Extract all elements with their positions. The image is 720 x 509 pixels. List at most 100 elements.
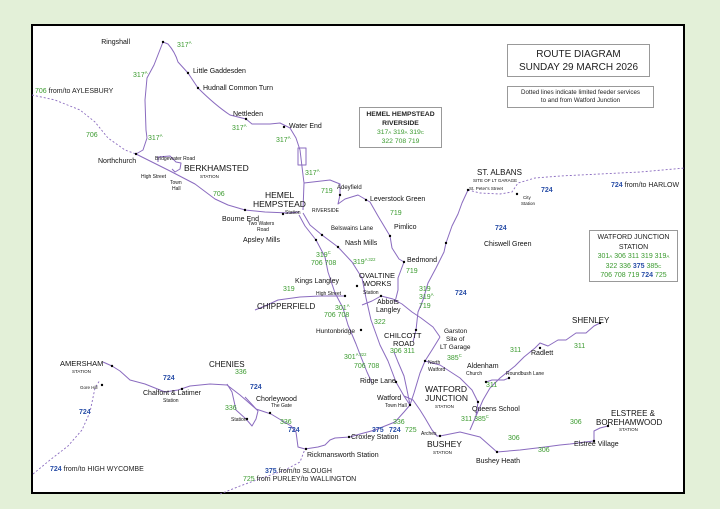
place-label-elstree-station: STATION <box>619 427 638 432</box>
place-label-st-albans-sub: SITE OF LT GARAGE <box>473 178 517 183</box>
place-label-chalfont-station: Station <box>163 398 179 404</box>
place-label-wj1: WATFORD <box>425 384 467 394</box>
place-label-leverstock: Leverstock Green <box>370 196 425 203</box>
stop-dot <box>388 234 392 238</box>
watford-junction-station-box: WATFORD JUNCTION STATION 301A 306 311 31… <box>589 230 678 282</box>
hh-title2: RIVERSIDE <box>382 120 419 127</box>
title-line1: ROUTE DIAGRAM <box>536 49 621 60</box>
route-number-label: 336 <box>235 369 247 376</box>
place-label-wj2: JUNCTION <box>425 393 468 403</box>
route-number-label: 311 <box>574 343 585 350</box>
stop-dot <box>281 212 285 216</box>
place-label-hemel2: HEMPSTEAD <box>253 199 306 209</box>
place-label-shenley: SHENLEY <box>572 316 610 325</box>
route-number-label: 311 <box>486 382 497 389</box>
title-line2: SUNDAY 29 MARCH 2026 <box>518 62 639 73</box>
route-number-label: 706 708 <box>354 363 379 370</box>
place-label-elstree-village: Elstree Village <box>574 441 619 448</box>
route-st-albans <box>412 189 469 343</box>
route-number-label: 317A <box>276 135 291 144</box>
route-number-label: 319A <box>419 292 434 301</box>
route-number-label: 706 708 <box>311 260 336 267</box>
place-label-two-waters1: Two Waters <box>248 221 275 227</box>
place-label-two-waters2: Road <box>257 227 269 233</box>
route-number: 385C <box>646 262 662 270</box>
route-abbots-langley <box>361 295 441 338</box>
route-number-label: 306 <box>570 419 582 426</box>
route-number-label: 724 <box>79 409 91 416</box>
place-label-apsley: Apsley Mills <box>243 237 280 244</box>
route-number: 319C <box>409 129 425 136</box>
wj-row2: 322 336 375 385C <box>590 262 677 272</box>
route-number: 319A <box>654 253 670 260</box>
route-number: 336 <box>619 262 631 270</box>
place-label-belswains: Belswains Lane <box>331 226 374 232</box>
route-706-main <box>135 153 300 214</box>
stop-dot <box>538 346 542 350</box>
stop-dot <box>394 380 398 384</box>
stop-dot <box>336 245 340 249</box>
route-number: 311 <box>627 253 640 260</box>
place-label-watford-th: Town Hall <box>385 403 407 409</box>
place-label-town-hall-b1: Town <box>170 180 182 186</box>
feeder-label-375: 375 from/to SLOUGH <box>265 468 332 475</box>
place-label-chorleywood-station: Station <box>231 417 247 423</box>
route-number-label: 375 <box>372 427 384 434</box>
place-label-city1: City <box>523 195 531 200</box>
place-label-berk-station: STATION <box>200 174 219 179</box>
stop-dot <box>161 40 165 44</box>
stop-dot <box>355 284 359 288</box>
route-number: 719 <box>408 138 420 145</box>
stop-dot <box>243 208 247 212</box>
stop-dot <box>364 198 368 202</box>
route-number-label: 725 <box>405 427 417 434</box>
place-label-chilcott1: CHILCOTT <box>384 331 422 340</box>
place-label-high-street-kl: High Street <box>316 291 342 297</box>
route-number-label: 385C <box>447 353 462 362</box>
wj-row3: 706 708 719 724 725 <box>590 271 677 281</box>
stop-dot <box>244 117 248 121</box>
place-label-radlett: Radlett <box>531 350 553 357</box>
route-317-ringshall-loop <box>162 41 305 211</box>
place-label-chenies: CHENIES <box>209 360 245 369</box>
route-number-label: 319A 322 <box>353 257 376 266</box>
stop-dot <box>476 400 480 404</box>
route-number-label: 306 <box>538 447 550 454</box>
place-label-little-gaddesden: Little Gaddesden <box>193 68 246 75</box>
route-number: 375 <box>632 262 645 270</box>
route-number: 725 <box>654 272 667 279</box>
place-label-st-albans: ST. ALBANS <box>477 168 522 177</box>
route-number: 724 <box>641 272 653 279</box>
feeder-label-724: 724 from/to HIGH WYCOMBE <box>50 466 144 473</box>
place-label-hemel-station: Station <box>285 210 301 216</box>
place-label-nash-mills: Nash Mills <box>345 240 378 247</box>
place-label-garston3: LT Garage <box>440 344 471 351</box>
route-number: 719 <box>627 272 640 279</box>
stop-dot <box>343 294 347 298</box>
route-number: 708 <box>614 272 626 279</box>
stop-dot <box>598 321 602 325</box>
feeder-label-725: 725 from PURLEY/to WALLINGTON <box>243 476 356 483</box>
place-label-chiswell: Chiswell Green <box>484 241 532 248</box>
route-number-label: 706 <box>213 191 225 198</box>
stop-dot <box>186 71 190 75</box>
place-label-huntonbridge: Huntonbridge <box>316 328 355 335</box>
note-line2: to and from Watford Junction <box>540 97 621 104</box>
place-label-garston2: Site of <box>446 336 465 343</box>
place-label-northchurch: Northchurch <box>98 158 136 165</box>
route-306-elstree <box>439 425 609 453</box>
hh-row1: 317A 319A 319C <box>360 128 441 137</box>
route-kings-langley <box>254 295 345 311</box>
place-label-nettleden: Nettleden <box>233 111 263 118</box>
stop-dot <box>402 260 406 264</box>
place-label-bushey-station: STATION <box>433 450 452 455</box>
route-number-label: 719 <box>390 210 402 217</box>
place-label-gore-hill: Gore Hill <box>80 385 98 390</box>
route-number-label: 719 <box>321 188 333 195</box>
route-number-label: 319 <box>283 286 295 293</box>
stop-dot <box>245 417 249 421</box>
feeder-line-harlow <box>467 167 686 195</box>
route-number-label: 319C <box>316 250 331 259</box>
route-number-label: 317A <box>177 40 192 49</box>
route-number-label: 719 <box>406 268 418 275</box>
